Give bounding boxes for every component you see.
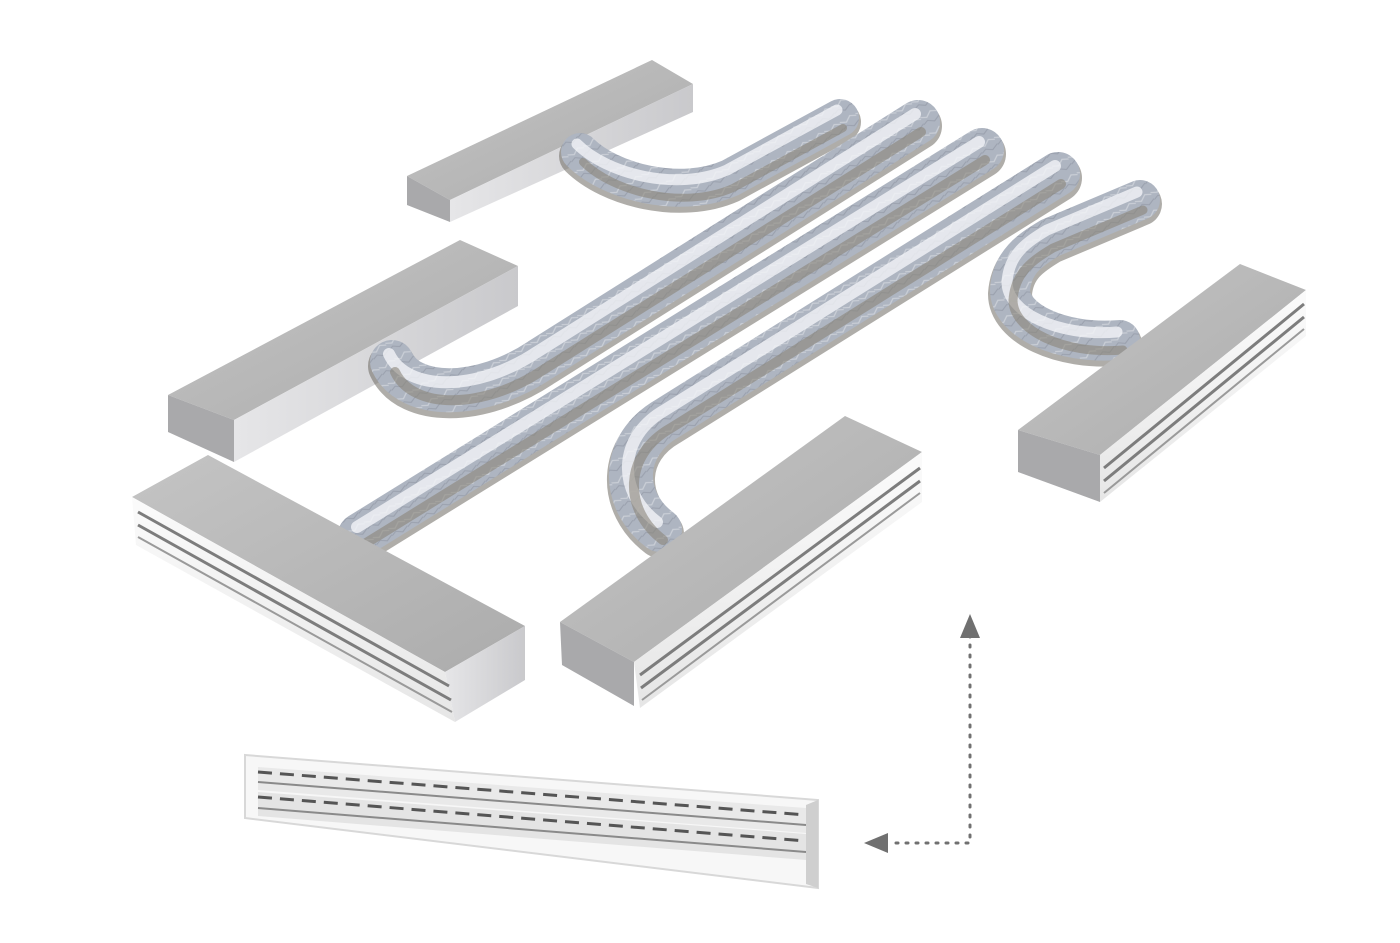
grille-slots-front-middle	[639, 466, 921, 701]
duct-5	[987, 180, 1162, 367]
grille-slots-right	[1103, 302, 1305, 494]
plenum-front-left	[132, 455, 525, 722]
duct-4	[606, 152, 1082, 558]
duct-1	[559, 99, 861, 213]
grille-slots-front-left	[137, 510, 453, 713]
duct-2	[368, 100, 942, 419]
plenum-middle-left	[168, 240, 518, 462]
dotted-elbow-arrow-icon	[864, 614, 980, 853]
flexible-ducts	[336, 99, 1162, 563]
plenum-front-middle	[560, 416, 922, 708]
plenum-right	[1018, 264, 1306, 502]
linear-diffuser-detail	[244, 753, 819, 890]
duct-3	[336, 128, 1006, 563]
